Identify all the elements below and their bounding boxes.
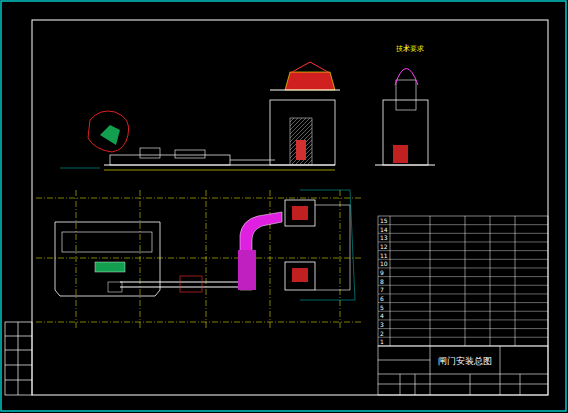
row-line [378, 241, 548, 242]
row-number: 3 [380, 322, 384, 328]
row-line [378, 250, 548, 251]
row-line [378, 267, 548, 268]
row-number: 8 [380, 279, 384, 285]
row-number: 2 [380, 331, 384, 337]
drawing-title: 闸门安装总图 [429, 357, 501, 366]
row-number: 6 [380, 296, 384, 302]
row-line [378, 259, 548, 260]
row-number: 11 [380, 253, 388, 259]
row-number: 5 [380, 305, 384, 311]
row-number: 12 [380, 244, 388, 250]
row-line [378, 319, 548, 320]
title-cell: 闸门安装总图 [429, 350, 501, 372]
parts-table [378, 216, 548, 346]
row-line [378, 276, 548, 277]
row-line [378, 328, 548, 329]
row-line [378, 224, 548, 225]
row-line [378, 293, 548, 294]
row-number: 15 [380, 218, 388, 224]
row-line [378, 302, 548, 303]
row-line [378, 337, 548, 338]
table-rows [378, 225, 548, 346]
left-stamp [5, 322, 32, 395]
plan-view [36, 190, 362, 330]
side-view [375, 44, 435, 165]
row-number: 13 [380, 235, 388, 241]
row-number: 9 [380, 270, 384, 276]
inner-frame [32, 20, 548, 395]
row-line [378, 285, 548, 286]
title-block [378, 346, 548, 395]
row-number: 4 [380, 313, 384, 319]
elevation-view [60, 62, 340, 170]
row-number: 14 [380, 227, 388, 233]
row-number: 1 [380, 339, 384, 345]
row-number: 10 [380, 261, 388, 267]
row-line [378, 311, 548, 312]
row-line [378, 233, 548, 234]
notes-heading: 技术要求 [396, 46, 424, 53]
row-number: 7 [380, 287, 384, 293]
